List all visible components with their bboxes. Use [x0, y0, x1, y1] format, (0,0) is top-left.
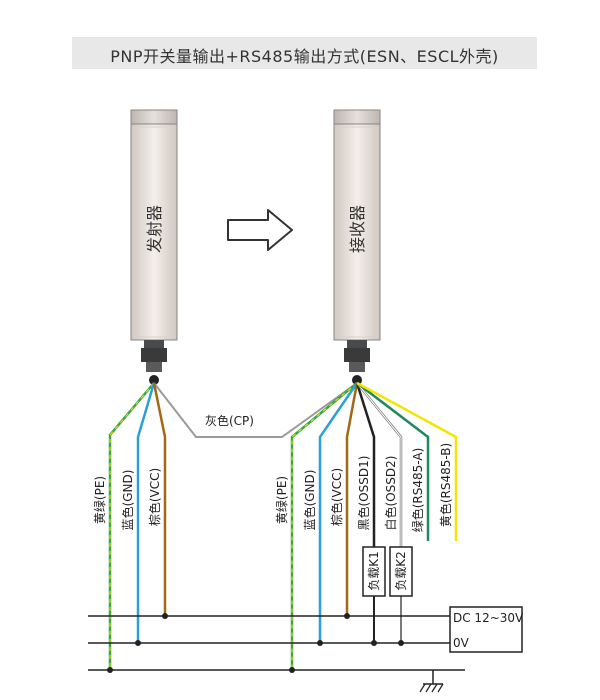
receiver-wire-vcc: [345, 382, 359, 616]
cp-cable: [153, 382, 358, 438]
receiver-label-rs485b: 黄色(RS485-B): [439, 443, 453, 527]
load-k1-label: 负载K1: [367, 551, 381, 591]
receiver-label-ossd2: 白色(OSSD2): [383, 456, 398, 531]
power-dc-label: DC 12~30V: [453, 611, 524, 625]
emitter-label-gnd: 蓝色(GND): [121, 470, 135, 531]
receiver-label-pe: 黄绿(PE): [274, 476, 289, 524]
direction-arrow-icon: [227, 209, 293, 251]
load-k2-label: 负载K2: [394, 551, 408, 591]
power-supply-box: [449, 606, 523, 653]
receiver-label-vcc: 棕色(VCC): [329, 468, 344, 526]
receiver-wire-ossd1: [355, 382, 376, 547]
emitter-label-vcc: 棕色(VCC): [147, 468, 162, 526]
emitter-label-pe: 黄绿(PE): [92, 476, 107, 524]
receiver-label-ossd1: 黑色(OSSD1): [357, 456, 371, 531]
receiver-label-gnd: 蓝色(GND): [303, 470, 317, 531]
receiver-label-rs485a: 绿色(RS485-A): [410, 448, 425, 533]
emitter-label: 发射器: [145, 205, 164, 253]
receiver-wire-pe: [290, 382, 358, 670]
load-k1-box: [362, 546, 386, 597]
cp-cable-label: 灰色(CP): [205, 414, 254, 428]
load-k2-box: [389, 546, 413, 597]
receiver-label: 接收器: [348, 205, 367, 253]
receiver-wire-gnd: [318, 382, 359, 643]
receiver-wire-rs485b: [356, 381, 458, 541]
power-0v-label: 0V: [453, 636, 470, 650]
ground-icon: [419, 670, 444, 693]
emitter-device: [130, 109, 178, 385]
emitter-wire-gnd: [136, 382, 156, 643]
page-title: PNP开关量输出+RS485输出方式(ESN、ESCL外壳): [110, 47, 499, 66]
emitter-wire-vcc: [152, 382, 167, 616]
receiver-wire-rs485a: [356, 382, 430, 541]
title-bar: PNP开关量输出+RS485输出方式(ESN、ESCL外壳): [72, 37, 537, 69]
receiver-device: [333, 109, 381, 385]
